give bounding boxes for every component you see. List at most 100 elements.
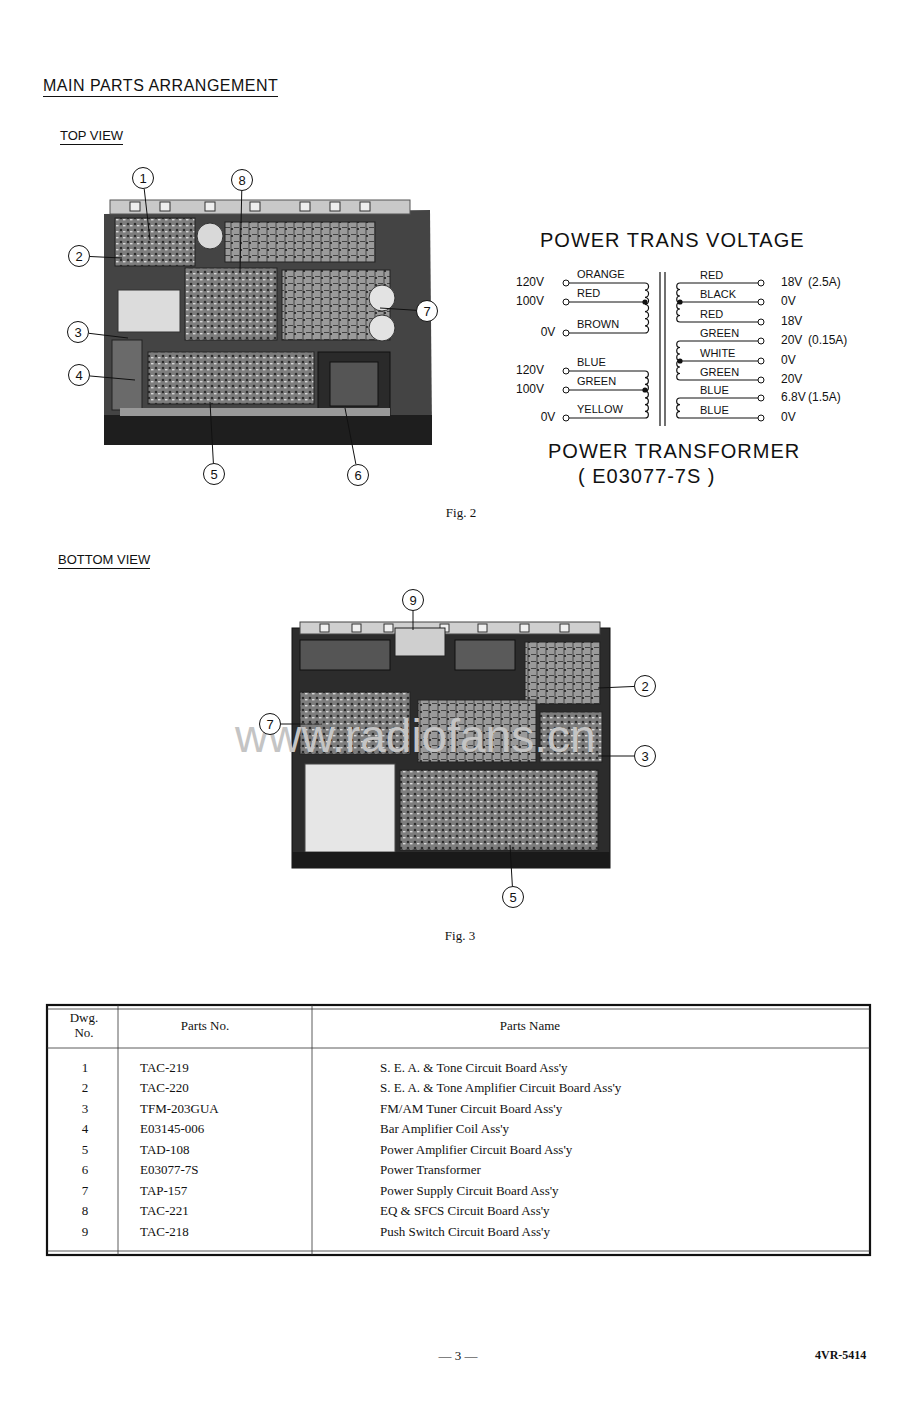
- table-cell: 6: [82, 1163, 89, 1178]
- panel-knob: [300, 202, 310, 211]
- current-rating: (1.5A): [808, 391, 841, 405]
- winding-wire: [569, 283, 645, 284]
- table-cell: 8: [82, 1204, 89, 1219]
- tap-dot: [642, 387, 647, 392]
- table-cell: 2: [82, 1081, 89, 1096]
- panel-knob: [478, 624, 487, 632]
- coil-assembly: [112, 340, 142, 410]
- voltage-label: 0V: [781, 354, 796, 368]
- terminal: [758, 415, 764, 421]
- winding-wire: [680, 398, 758, 399]
- figure-caption: Fig. 2: [446, 506, 476, 521]
- leader-line: [89, 333, 128, 338]
- voltage-label: 20V: [781, 373, 802, 387]
- table-border: [47, 1005, 870, 1255]
- callout-number: 4: [75, 368, 82, 383]
- tap-dot: [677, 299, 682, 304]
- current-rating: (2.5A): [808, 276, 841, 290]
- voltage-label: 0V: [781, 411, 796, 425]
- table-cell: 3: [82, 1102, 89, 1117]
- leader-line: [598, 686, 634, 688]
- callout-number: 3: [641, 749, 648, 764]
- table-rule: [47, 1048, 870, 1049]
- table-cell: Power Amplifier Circuit Board Ass'y: [380, 1143, 572, 1158]
- wire-color: BLUE: [700, 384, 729, 397]
- front-panel: [110, 200, 410, 214]
- terminal: [563, 387, 569, 393]
- panel-knob: [330, 202, 340, 211]
- table-cell: TAC-218: [140, 1225, 189, 1240]
- parts-table: [47, 1005, 870, 1255]
- voltage-label: 18V: [781, 315, 802, 329]
- winding-wire: [680, 361, 758, 362]
- winding-wire: [680, 283, 758, 284]
- core-line: [664, 272, 665, 426]
- table-cell: S. E. A. & Tone Circuit Board Ass'y: [380, 1061, 568, 1076]
- table-cell: TAP-157: [140, 1184, 187, 1199]
- callout-circle: 1: [132, 167, 154, 189]
- view-heading: BOTTOM VIEW: [58, 553, 150, 569]
- callout-number: 9: [409, 593, 416, 608]
- voltage-label: 100V: [516, 295, 544, 309]
- panel-knob: [520, 624, 529, 632]
- circuit-board: [185, 268, 277, 340]
- leader-line: [240, 191, 242, 272]
- leader-line: [380, 308, 416, 310]
- voltage-label: 120V: [516, 364, 544, 378]
- callout-circle: 6: [347, 464, 369, 486]
- amplifier-board: [400, 770, 598, 850]
- voltage-label: 18V: [781, 276, 802, 290]
- tap-dot: [677, 358, 682, 363]
- callout-number: 1: [139, 171, 146, 186]
- terminal: [758, 280, 764, 286]
- table-cell: 1: [82, 1061, 89, 1076]
- leader-line: [90, 257, 122, 258]
- terminal: [563, 415, 569, 421]
- shield-box: [305, 764, 395, 852]
- page-title: MAIN PARTS ARRANGEMENT: [43, 77, 278, 97]
- table-cell: 4: [82, 1122, 89, 1137]
- panel-knob: [205, 202, 215, 211]
- callout-number: 2: [641, 679, 648, 694]
- table-header: Parts No.: [181, 1019, 229, 1034]
- wire-color: GREEN: [700, 366, 739, 379]
- callout-circle: 7: [416, 300, 438, 322]
- callout-number: 5: [509, 890, 516, 905]
- callout-number: 8: [238, 173, 245, 188]
- core-line: [659, 272, 660, 426]
- panel-knob: [560, 624, 569, 632]
- capacitor: [197, 223, 223, 249]
- leader-line: [144, 189, 150, 240]
- table-rule: [312, 1005, 313, 1255]
- terminal: [758, 358, 764, 364]
- callout-number: 6: [354, 468, 361, 483]
- wire-color: ORANGE: [577, 268, 625, 281]
- panel-knob: [160, 202, 170, 211]
- callout-circle: 2: [68, 245, 90, 267]
- page-number: — 3 —: [439, 1349, 478, 1364]
- voltage-label: 0V: [541, 411, 556, 425]
- diagram-heading: POWER TRANSFORMER: [548, 440, 800, 463]
- wire-color: GREEN: [577, 375, 616, 388]
- tap-dot: [642, 299, 647, 304]
- leader-line: [345, 408, 356, 464]
- callout-number: 7: [423, 304, 430, 319]
- voltage-label: 100V: [516, 383, 544, 397]
- circuit-board: [525, 642, 600, 704]
- callout-number: 2: [75, 249, 82, 264]
- view-heading: TOP VIEW: [60, 129, 123, 145]
- winding-wire: [569, 302, 645, 303]
- tuner-board: [118, 290, 180, 332]
- callout-circle: 3: [67, 321, 89, 343]
- coil-winding: [677, 398, 680, 418]
- panel-knob: [360, 202, 370, 211]
- table-rule: [47, 1009, 870, 1010]
- leader-line: [90, 376, 135, 380]
- document-code: 4VR-5414: [815, 1349, 866, 1363]
- leader-line: [210, 402, 213, 463]
- table-cell: FM/AM Tuner Circuit Board Ass'y: [380, 1102, 562, 1117]
- terminal: [758, 299, 764, 305]
- table-rule: [47, 1251, 870, 1252]
- winding-wire: [680, 380, 758, 381]
